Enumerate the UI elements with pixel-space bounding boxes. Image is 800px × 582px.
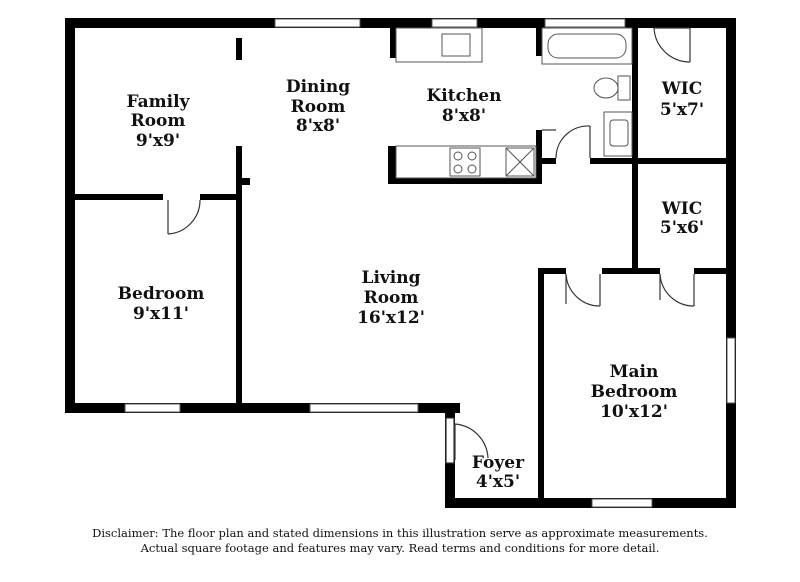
- wic-lower-label: WIC: [661, 199, 703, 219]
- kitchen-label: Kitchen: [427, 86, 502, 106]
- foyer-label: Foyer: [472, 453, 525, 473]
- main-bedroom-label: Main: [610, 362, 659, 382]
- windows: [124, 18, 736, 508]
- wic-upper-dims: 5'x7': [660, 100, 704, 120]
- doors: [167, 27, 695, 464]
- disclaimer-line-2: Actual square footage and features may v…: [140, 541, 660, 555]
- room-labels: Family Room 9'x9' Dining Room 8'x8' Kitc…: [118, 77, 704, 492]
- foyer-dims: 4'x5': [476, 472, 520, 492]
- family-room-name-1: Family: [127, 92, 191, 112]
- disclaimer-line-1: Disclaimer: The floor plan and stated di…: [92, 526, 708, 540]
- main-bedroom-label-2: Bedroom: [591, 382, 678, 402]
- bedroom-label: Bedroom: [118, 284, 205, 304]
- dining-room-label: Dining: [286, 77, 350, 97]
- main-bedroom-dims: 10'x12': [600, 402, 668, 422]
- disclaimer: Disclaimer: The floor plan and stated di…: [0, 526, 800, 556]
- fixtures: [395, 27, 633, 179]
- family-room-label-2: Room: [131, 111, 186, 131]
- bedroom-dims: 9'x11': [133, 304, 189, 324]
- living-room-dims: 16'x12': [357, 308, 425, 328]
- dining-room-dims: 8'x8': [296, 116, 340, 136]
- wic-upper-label: WIC: [661, 79, 703, 99]
- kitchen-dims: 8'x8': [442, 106, 486, 126]
- wic-lower-dims: 5'x6': [660, 218, 704, 238]
- dining-room-label-2: Room: [291, 97, 346, 117]
- living-room-label-2: Room: [364, 288, 419, 308]
- living-room-label: Living: [362, 268, 421, 288]
- family-room-label: Family: [127, 92, 191, 112]
- family-room-dims: 9'x9': [136, 131, 180, 151]
- floor-plan: Family Room 9'x9' Dining Room 8'x8' Kitc…: [65, 18, 736, 508]
- walls: [65, 18, 736, 508]
